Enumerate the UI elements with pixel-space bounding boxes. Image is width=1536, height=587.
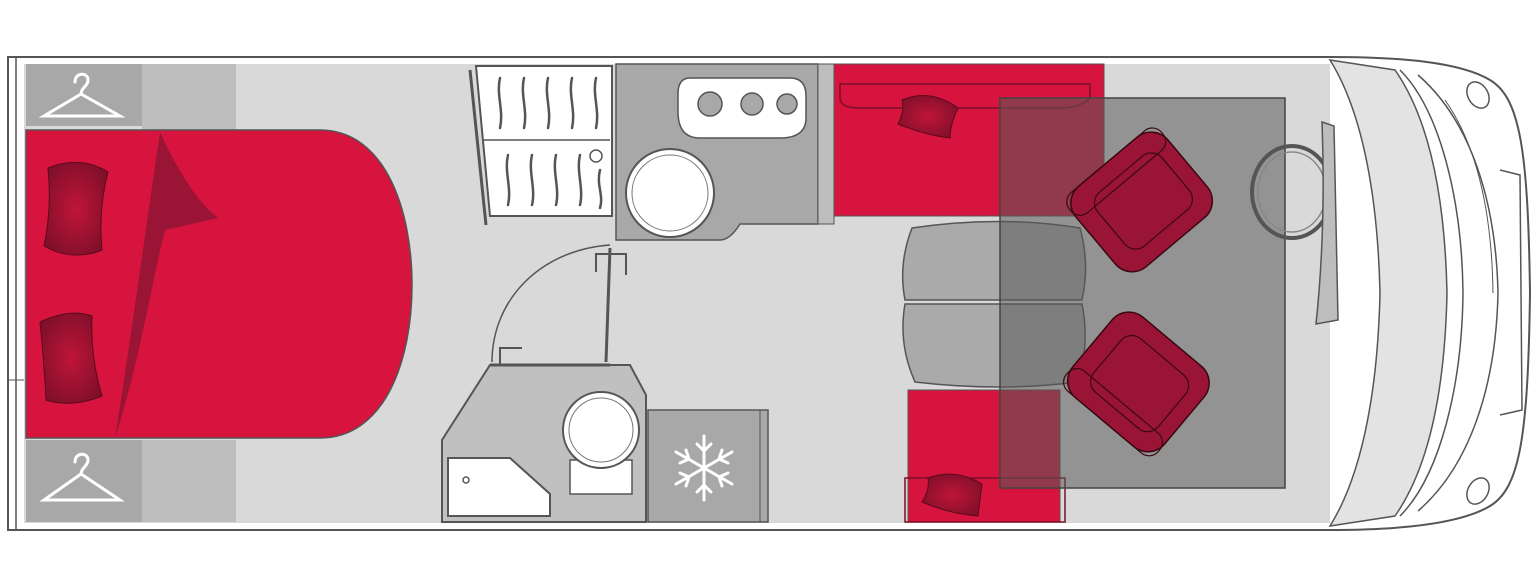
sink-icon [625,148,715,238]
snowflake-icon [674,434,734,502]
dashboard [1315,120,1339,325]
bathroom [441,244,647,523]
lounge [833,63,1339,523]
bed [25,129,413,439]
side-cabinet-bottom [142,440,236,522]
stove-burner-icon [776,93,798,115]
side-cabinet-top [142,64,236,130]
blanket-fold [115,132,218,438]
shower-tray-icon [447,457,551,517]
bedroom [25,64,413,522]
stove-burner-icon [697,91,723,117]
fridge-shelf-lines [497,76,603,210]
armchair-icon [1062,311,1210,457]
toilet-icon [562,391,640,469]
kitchen [615,63,835,241]
pillow-icon [921,473,983,517]
stove-burner-icon [740,92,764,116]
pillow-icon [897,95,959,139]
fridge [468,65,613,226]
hanger-icon [38,72,126,118]
armchair-icon [1066,127,1214,273]
hanger-icon [39,452,125,502]
pillow-icon [39,312,103,404]
pillow-icon [43,161,109,256]
bathroom-door-swing [491,244,611,363]
cab [1328,59,1523,527]
wardrobe-bottom [26,440,142,522]
freezer [647,409,769,523]
